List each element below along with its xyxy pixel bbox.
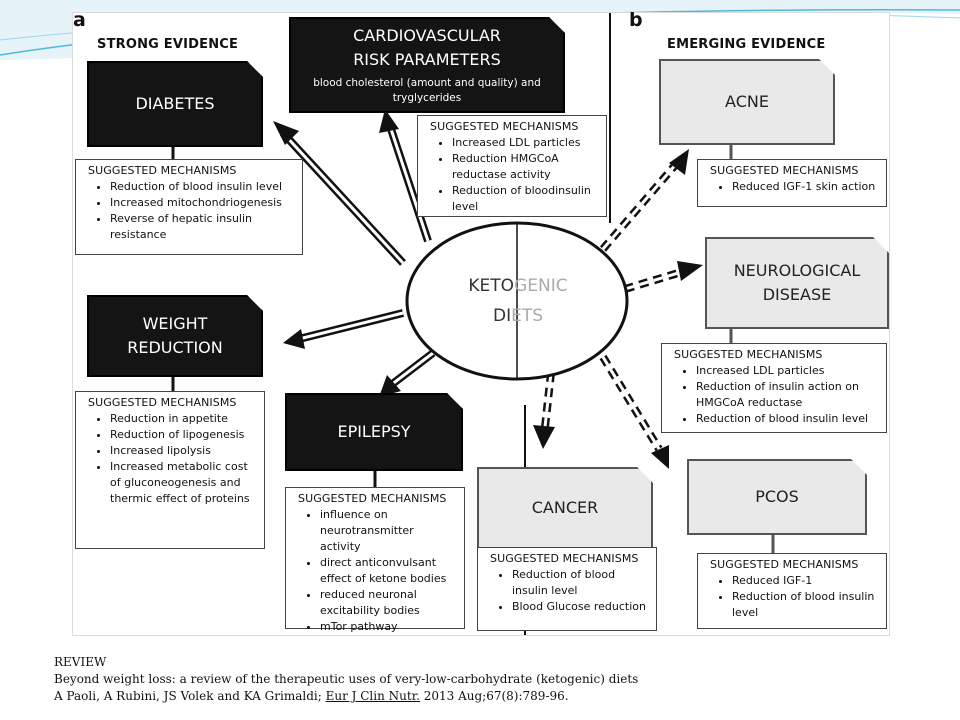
neuro-mechanisms-list: Increased LDL particles Reduction of ins…: [674, 363, 878, 427]
mechanism-item: direct anticonvulsant effect of ketone b…: [320, 555, 456, 587]
mechanism-item: Reduction in appetite: [110, 411, 256, 427]
cancer-mechanisms-list: Reduction of blood insulin level Blood G…: [490, 567, 648, 615]
weight-mechanisms-title: SUGGESTED MECHANISMS: [88, 396, 237, 409]
center-label: KETOGENIC DIETS: [457, 271, 579, 331]
center-line2-light: ETS: [511, 306, 544, 326]
pcos-mechanisms: SUGGESTED MECHANISMS Reduced IGF-1 Reduc…: [697, 553, 887, 629]
diabetes-mechanisms-list: Reduction of blood insulin level Increas…: [88, 179, 294, 243]
epilepsy-mechanisms-title: SUGGESTED MECHANISMS: [298, 492, 447, 505]
neuro-mechanisms-title: SUGGESTED MECHANISMS: [674, 348, 823, 361]
pcos-mechanisms-title: SUGGESTED MECHANISMS: [710, 558, 859, 571]
mechanism-item: Blood Glucose reduction: [512, 599, 648, 615]
acne-title: ACNE: [725, 92, 769, 111]
caption-label: REVIEW: [54, 655, 107, 669]
epilepsy-title: EPILEPSY: [337, 422, 411, 441]
weight-mechanisms: SUGGESTED MECHANISMS Reduction in appeti…: [75, 391, 265, 549]
mechanism-item: Reverse of hepatic insulin resistance: [110, 211, 294, 243]
mechanism-item: Reduction of blood insulin level: [512, 567, 648, 599]
epilepsy-box: EPILEPSY: [285, 393, 463, 471]
diabetes-mechanisms: SUGGESTED MECHANISMS Reduction of blood …: [75, 159, 303, 255]
mechanism-item: Increased mitochondriogenesis: [110, 195, 294, 211]
weight-box: WEIGHT REDUCTION: [87, 295, 263, 377]
acne-box: ACNE: [659, 59, 835, 145]
panel-b-heading: EMERGING EVIDENCE: [667, 37, 826, 52]
diagram-connectors: [171, 13, 775, 635]
cancer-mechanisms-title: SUGGESTED MECHANISMS: [490, 552, 639, 565]
weight-mechanisms-list: Reduction in appetite Reduction of lipog…: [88, 411, 256, 507]
neuro-box: NEUROLOGICAL DISEASE: [705, 237, 889, 329]
diabetes-box: DIABETES: [87, 61, 263, 147]
center-line1-light: GENIC: [514, 276, 568, 296]
mechanism-item: Reduced IGF-1 skin action: [732, 179, 878, 195]
cardio-subtitle: blood cholesterol (amount and quality) a…: [313, 77, 541, 104]
cardio-title-line1: CARDIOVASCULAR: [353, 26, 501, 45]
neuro-title-line2: DISEASE: [762, 285, 832, 304]
weight-title-line2: REDUCTION: [127, 338, 223, 357]
mechanism-item: Increased lipolysis: [110, 443, 256, 459]
epilepsy-mechanisms: SUGGESTED MECHANISMS influence on neurot…: [285, 487, 465, 633]
panel-b-letter: b: [629, 9, 643, 31]
cancer-mechanisms: SUGGESTED MECHANISMS Reduction of blood …: [477, 547, 657, 631]
acne-mechanisms-list: Reduced IGF-1 skin action: [710, 179, 878, 195]
diabetes-mechanisms-title: SUGGESTED MECHANISMS: [88, 164, 237, 177]
panel-a-heading: STRONG EVIDENCE: [97, 37, 239, 52]
mechanism-item: mTor pathway: [320, 619, 456, 635]
caption-title: Beyond weight loss: a review of the ther…: [54, 672, 639, 686]
mechanism-item: Reduction of blood insulin level: [110, 179, 294, 195]
caption-details: 2013 Aug;67(8):789-96.: [419, 689, 569, 703]
mechanism-item: Reduction HMGCoA reductase activity: [452, 151, 598, 183]
neuro-mechanisms: SUGGESTED MECHANISMS Increased LDL parti…: [661, 343, 887, 433]
mechanism-item: Reduction of bloodinsulin level: [452, 183, 598, 215]
cardio-title-line2: RISK PARAMETERS: [353, 50, 501, 69]
neuro-title-line1: NEUROLOGICAL: [733, 261, 861, 280]
diabetes-title: DIABETES: [135, 94, 215, 113]
ketogenic-diets-figure: a STRONG EVIDENCE b EMERGING EVIDENCE KE…: [72, 9, 890, 636]
panel-a-letter: a: [73, 9, 86, 31]
cardio-mechanisms: SUGGESTED MECHANISMS Increased LDL parti…: [417, 115, 607, 217]
mechanism-item: influence on neurotransmitter activity: [320, 507, 456, 555]
pcos-box: PCOS: [687, 459, 867, 535]
figure-caption: REVIEW Beyond weight loss: a review of t…: [54, 654, 914, 705]
pcos-mechanisms-list: Reduced IGF-1 Reduction of blood insulin…: [710, 573, 878, 621]
mechanism-item: Increased metabolic cost of gluconeogene…: [110, 459, 256, 507]
pcos-title: PCOS: [755, 487, 799, 506]
caption-authors: A Paoli, A Rubini, JS Volek and KA Grima…: [54, 689, 326, 703]
acne-mechanisms: SUGGESTED MECHANISMS Reduced IGF-1 skin …: [697, 159, 887, 207]
cancer-title: CANCER: [531, 498, 599, 517]
cardio-box: CARDIOVASCULAR RISK PARAMETERS blood cho…: [289, 17, 565, 113]
mechanism-item: Reduction of lipogenesis: [110, 427, 256, 443]
cardio-mechanisms-title: SUGGESTED MECHANISMS: [430, 120, 579, 133]
epilepsy-mechanisms-list: influence on neurotransmitter activity d…: [298, 507, 456, 635]
mechanism-item: Increased LDL particles: [452, 135, 598, 151]
mechanism-item: Reduction of insulin action on HMGCoA re…: [696, 379, 878, 411]
mechanism-item: Reduction of blood insulin level: [732, 589, 878, 621]
cancer-box: CANCER: [477, 467, 653, 549]
mechanism-item: Reduction of blood insulin level: [696, 411, 878, 427]
mechanism-item: reduced neuronal excitability bodies: [320, 587, 456, 619]
mechanism-item: Increased LDL particles: [696, 363, 878, 379]
mechanism-item: Reduced IGF-1: [732, 573, 878, 589]
acne-mechanisms-title: SUGGESTED MECHANISMS: [710, 164, 859, 177]
center-line1-dark: KETO: [468, 276, 515, 296]
caption-citation: A Paoli, A Rubini, JS Volek and KA Grima…: [54, 688, 914, 705]
caption-journal-link[interactable]: Eur J Clin Nutr.: [325, 689, 420, 703]
cardio-mechanisms-list: Increased LDL particles Reduction HMGCoA…: [430, 135, 598, 215]
weight-title-line1: WEIGHT: [142, 314, 208, 333]
center-line2-dark: DI: [492, 306, 512, 326]
